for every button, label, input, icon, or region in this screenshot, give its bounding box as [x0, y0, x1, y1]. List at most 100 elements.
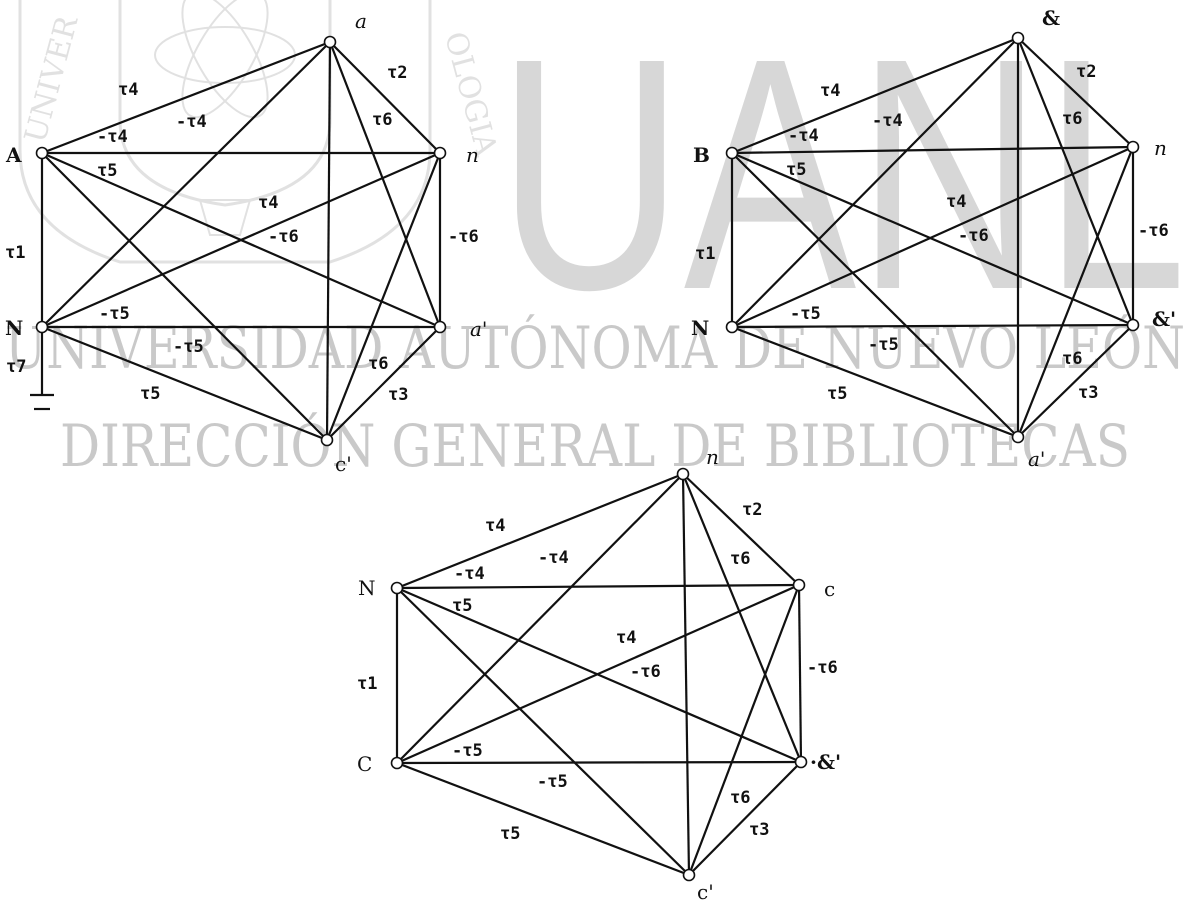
edge-label: τ1 — [357, 674, 377, 694]
graph-edges — [395, 472, 803, 877]
seal-text-right: OLOGIA — [437, 28, 504, 160]
edge — [1017, 324, 1134, 438]
edge-label: τ4 — [485, 516, 505, 536]
edge — [681, 473, 691, 876]
edge-label: τ5 — [827, 384, 847, 404]
edge — [681, 473, 803, 763]
node — [1011, 430, 1025, 444]
edge — [326, 326, 441, 441]
edge-label: -τ4 — [97, 127, 128, 147]
edge — [41, 325, 328, 442]
edge-label: τ6 — [372, 110, 392, 130]
edge — [396, 583, 800, 765]
edge-label: τ6 — [730, 549, 750, 569]
node-label: N — [691, 316, 709, 340]
graph-phase-a: a n a' c' N A τ4 τ2 -τ4 τ6 -τ4 τ5 τ4 -τ6… — [5, 9, 487, 476]
edge-label: -τ6 — [448, 227, 479, 247]
edge — [731, 145, 1134, 329]
edge-label: τ6 — [368, 354, 388, 374]
watermark: UNIVER OLOGIA UANL UNIVERSIDAD AUTÓNOMA … — [5, 0, 1185, 480]
edge — [731, 325, 1019, 439]
edge-label: -τ6 — [1138, 221, 1169, 241]
edge-label: -τ6 — [807, 658, 838, 678]
node-labels: n c ·&' c' C N — [357, 445, 841, 901]
edge — [731, 145, 1134, 155]
edge-label: -τ6 — [958, 226, 989, 246]
watermark-logo-text: UANL — [497, 0, 1185, 358]
node — [794, 755, 808, 769]
edge-label: -τ4 — [176, 112, 207, 132]
edge — [688, 761, 802, 876]
edge — [41, 40, 331, 155]
edge — [731, 151, 1134, 327]
node — [792, 578, 806, 592]
edge — [682, 473, 800, 586]
node — [323, 35, 337, 49]
node — [1011, 31, 1025, 45]
edge — [731, 36, 1019, 155]
node-label: N — [358, 576, 376, 600]
edge-label: τ4 — [118, 80, 138, 100]
edge-label: -τ6 — [268, 227, 299, 247]
graph-nodes — [35, 35, 447, 447]
edge — [41, 41, 331, 328]
edge — [731, 37, 1019, 328]
edge — [396, 587, 690, 876]
edge-label: -τ5 — [790, 304, 821, 324]
edge-labels: τ4 τ2 -τ4 τ6 -τ4 τ5 τ4 -τ6 -τ6 τ1 -τ5 -τ… — [5, 63, 479, 405]
node-label: a' — [470, 317, 487, 341]
node-label: c — [824, 577, 835, 601]
edge-labels: τ4 τ2 -τ4 τ6 -τ4 τ5 τ4 -τ6 -τ6 τ1 -τ5 -τ… — [695, 62, 1169, 404]
edge-label: -τ4 — [454, 564, 485, 584]
edge-label: τ5 — [500, 824, 520, 844]
node — [1126, 140, 1140, 154]
edge — [325, 152, 442, 441]
node — [682, 868, 696, 882]
node-labels: & n &' a' N B — [691, 6, 1176, 471]
node-label: C — [357, 752, 372, 776]
university-seal: UNIVER OLOGIA — [18, 0, 504, 264]
edge — [41, 152, 328, 441]
node-label: &' — [1152, 307, 1176, 331]
node — [676, 467, 690, 481]
edge-label: τ5 — [786, 160, 806, 180]
edge-label: τ4 — [258, 193, 278, 213]
node-label: a' — [1028, 447, 1045, 471]
edge-label: τ5 — [140, 384, 160, 404]
node — [390, 756, 404, 770]
edge-label: τ3 — [749, 820, 769, 840]
edge-label: τ1 — [5, 243, 25, 263]
graph-phase-c: n c ·&' c' C N τ4 τ2 -τ4 τ6 -τ4 τ5 τ4 -τ… — [357, 445, 841, 901]
node-label: A — [5, 143, 22, 167]
edge-label: τ2 — [742, 500, 762, 520]
edge — [396, 761, 690, 877]
node-label: n — [466, 143, 479, 167]
edge-label: -τ5 — [99, 304, 130, 324]
node-label: & — [1042, 6, 1060, 30]
edge-label: τ6 — [730, 788, 750, 808]
edge — [1016, 146, 1135, 438]
node — [320, 433, 334, 447]
graph-edges — [40, 40, 442, 442]
node — [35, 320, 49, 334]
node — [725, 320, 739, 334]
edge — [731, 323, 1134, 329]
edge-label: τ5 — [452, 596, 472, 616]
edge — [1016, 37, 1135, 326]
edge — [1017, 37, 1134, 148]
edge-labels: τ4 τ2 -τ4 τ6 -τ4 τ5 τ4 -τ6 -τ6 τ1 -τ5 -τ… — [357, 500, 838, 844]
edge — [687, 584, 801, 876]
edge-label: τ4 — [820, 81, 840, 101]
node — [35, 146, 49, 160]
edge-label: τ4 — [616, 628, 636, 648]
edge-label: τ1 — [695, 244, 715, 264]
edge — [328, 41, 442, 328]
node-label: c' — [697, 880, 714, 901]
edge — [797, 584, 803, 763]
node-label: c' — [335, 452, 352, 476]
node-label: N — [5, 316, 23, 340]
edge-label: τ7 — [6, 357, 26, 377]
edge-label: τ4 — [946, 192, 966, 212]
node-labels: a n a' c' N A — [5, 9, 487, 476]
